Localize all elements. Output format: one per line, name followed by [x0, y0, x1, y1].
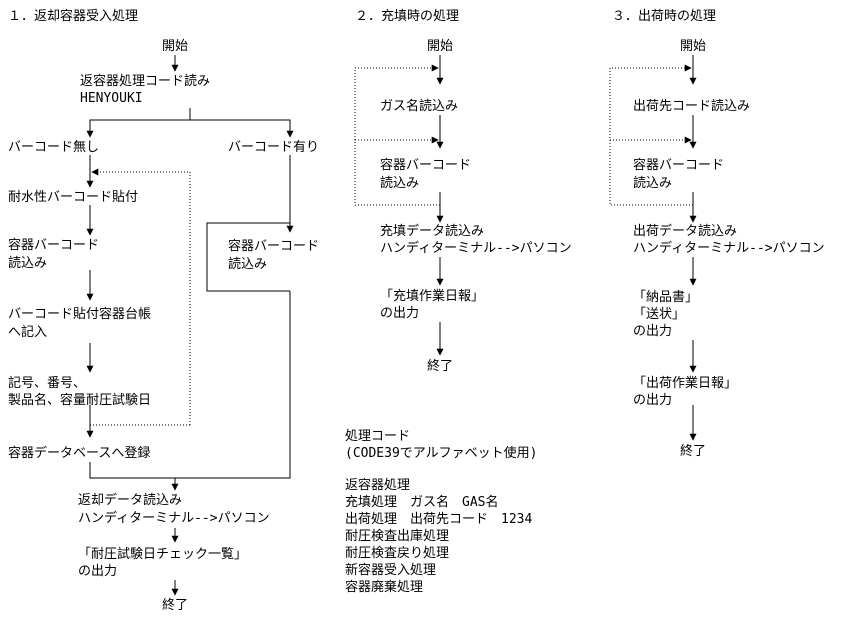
- s1-ledger-line1: バーコード貼付容器台帳: [8, 307, 152, 322]
- s1-register-db: 容器データベースへ登録: [8, 446, 151, 461]
- s1-transfer-line1: 返却データ読込み: [78, 493, 183, 508]
- s1-output-line1: 「耐圧試験日チェック一覧」: [78, 547, 248, 562]
- s3-invoice: 「送状」: [633, 307, 686, 322]
- arrow-right-to-transfer: [171, 291, 291, 491]
- s2-read-container-line2: 読込み: [380, 176, 420, 191]
- s3-transfer-line1: 出荷データ読込み: [633, 224, 738, 239]
- s1-transfer-line2: ハンディターミナル-->パソコン: [78, 511, 270, 526]
- s3-delivery-note: 「納品書」: [633, 290, 699, 305]
- code-item: 出荷処理 出荷先コード 1234: [345, 512, 533, 527]
- s1-record-line1: 記号、番号、: [8, 376, 87, 391]
- line-register-to-transfer: [89, 462, 175, 479]
- s1-has-barcode: バーコード有り: [228, 140, 320, 155]
- section3-title: ３．出荷時の処理: [612, 9, 717, 24]
- codes-subtitle: (CODE39でアルファベット使用): [345, 446, 538, 461]
- arrow-branch-no-barcode: [86, 108, 191, 138]
- section1-dotted-loops: [90, 168, 191, 426]
- s3-transfer-line2: ハンディターミナル-->パソコン: [633, 241, 825, 256]
- s2-output-line1: 「充填作業日報」: [380, 289, 485, 304]
- s1-read-right-line2: 読込み: [228, 257, 268, 272]
- s1-end-node: 終了: [161, 598, 189, 613]
- section1-lines: [86, 55, 294, 596]
- s2-transfer-line2: ハンディターミナル-->パソコン: [380, 241, 572, 256]
- s1-output-line2: の出力: [78, 564, 118, 579]
- loop-s2-outer: [354, 64, 440, 206]
- section2-dotted-loops: [354, 64, 440, 206]
- s1-read-left-line1: 容器バーコード: [8, 238, 100, 253]
- s1-read-right-line1: 容器バーコード: [228, 239, 320, 254]
- loop-record-back: [91, 168, 191, 425]
- code-item: 充填処理 ガス名 GAS名: [345, 495, 499, 510]
- arrow-branch-has-barcode: [190, 119, 294, 138]
- s3-output-of: の出力: [633, 324, 673, 339]
- s2-start-node: 開始: [426, 39, 454, 54]
- s2-read-container-line1: 容器バーコード: [380, 158, 472, 173]
- s1-read-code-line2: HENYOUKI: [80, 91, 143, 106]
- s1-record-line2: 製品名、容量耐圧試験日: [8, 393, 152, 408]
- s2-output-line2: の出力: [380, 306, 420, 321]
- loop-right-bracket: [206, 222, 290, 292]
- s1-read-code-line1: 返容器処理コード読み: [80, 74, 211, 89]
- code-item: 耐圧検査出庫処理: [345, 529, 450, 544]
- s1-read-left-line2: 読込み: [8, 256, 48, 271]
- codes-title: 処理コード: [345, 429, 411, 444]
- s3-report-line1: 「出荷作業日報」: [633, 376, 738, 391]
- code-item: 返容器処理: [345, 478, 411, 493]
- section2-title: ２．充填時の処理: [355, 9, 460, 24]
- s3-report-line2: の出力: [633, 393, 673, 408]
- s1-start-node: 開始: [161, 39, 189, 54]
- s3-start-node: 開始: [679, 39, 707, 54]
- s1-ledger-line2: へ記入: [8, 325, 48, 340]
- code-item: 新容器受入処理: [345, 563, 437, 578]
- s3-read-dest: 出荷先コード読込み: [633, 99, 751, 114]
- s3-read-container-line1: 容器バーコード: [633, 158, 725, 173]
- s2-transfer-line1: 充填データ読込み: [380, 224, 485, 239]
- s3-read-container-line2: 読込み: [633, 176, 673, 191]
- section1-title: １．返却容器受入処理: [8, 9, 139, 24]
- code-item: 耐圧検査戻り処理: [345, 546, 450, 561]
- s1-no-barcode: バーコード無し: [8, 140, 100, 155]
- s1-attach-label: 耐水性バーコード貼付: [8, 190, 139, 205]
- s2-read-gas: ガス名読込み: [380, 99, 459, 114]
- code-item: 容器廃棄処理: [345, 580, 424, 595]
- s2-end-node: 終了: [426, 359, 454, 374]
- s3-end-node: 終了: [679, 444, 707, 459]
